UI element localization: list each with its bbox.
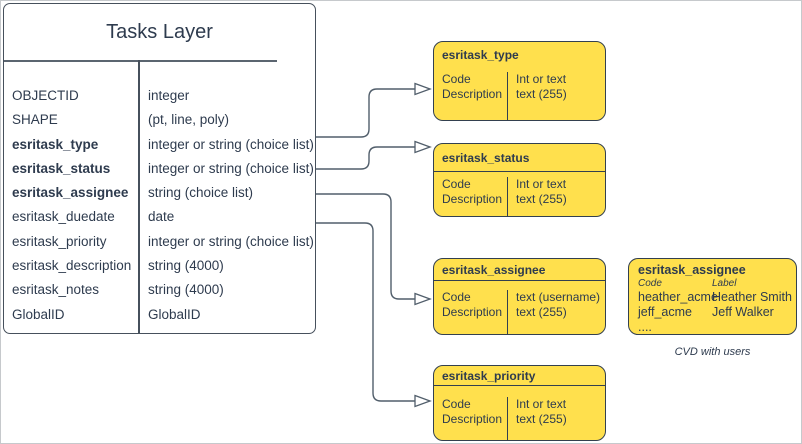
lookup-types: Int or text text (255) bbox=[508, 72, 567, 120]
lookup-title: esritask_type bbox=[442, 48, 519, 62]
field-type: string (choice list) bbox=[148, 185, 254, 201]
field-row: esritask_assignee string (choice list) bbox=[4, 181, 315, 205]
title-divider bbox=[4, 60, 277, 62]
connector-esritask-status bbox=[316, 146, 415, 170]
cvd-row: jeff_acme Jeff Walker bbox=[638, 305, 796, 320]
field-row: esritask_notes string (4000) bbox=[4, 278, 315, 302]
arrow-icon bbox=[414, 140, 432, 154]
lookup-types: text (username) text (255) bbox=[508, 290, 600, 334]
lookup-type: Int or text bbox=[516, 397, 567, 411]
lookup-table-esritask-status: esritask_status Code Description Int or … bbox=[433, 143, 606, 217]
lookup-field: Code bbox=[442, 72, 471, 86]
cvd-header-row: Code Label bbox=[638, 277, 796, 290]
field-row: esritask_description string (4000) bbox=[4, 254, 315, 278]
lookup-field: Description bbox=[442, 305, 503, 319]
column-divider bbox=[138, 60, 140, 333]
field-name: SHAPE bbox=[12, 112, 58, 128]
lookup-title: esritask_priority bbox=[434, 366, 605, 386]
cvd-col-code: Code bbox=[638, 278, 662, 289]
field-row: SHAPE (pt, line, poly) bbox=[4, 108, 315, 132]
field-row: esritask_type integer or string (choice l… bbox=[4, 133, 315, 157]
lookup-title: esritask_status bbox=[434, 144, 605, 172]
field-type: integer bbox=[148, 88, 190, 103]
lookup-field: Description bbox=[442, 192, 503, 206]
field-name: esritask_type bbox=[12, 136, 99, 152]
cvd-label: Heather Smith bbox=[712, 290, 792, 304]
lookup-type: Int or text bbox=[516, 177, 567, 191]
cvd-code: heather_acme bbox=[638, 290, 718, 304]
lookup-type: text (255) bbox=[516, 412, 567, 426]
lookup-table-esritask-priority: esritask_priority Code Description Int o… bbox=[433, 365, 606, 441]
field-row: esritask_priority integer or string (choi… bbox=[4, 230, 315, 254]
cvd-code: jeff_acme bbox=[638, 305, 692, 319]
field-row: esritask_duedate date bbox=[4, 205, 315, 229]
lookup-body: Code Description text (username) text (2… bbox=[434, 281, 605, 334]
lookup-type: text (255) bbox=[516, 305, 567, 319]
field-type: GlobalID bbox=[148, 306, 201, 322]
field-type: integer or string (choice list) bbox=[148, 136, 314, 152]
lookup-body: Code Description Int or text text (255) bbox=[434, 172, 605, 216]
cvd-table-esritask-assignee: esritask_assignee Code Label heather_acm… bbox=[628, 258, 797, 335]
lookup-field: Code bbox=[442, 397, 471, 411]
field-name: GlobalID bbox=[12, 306, 65, 322]
lookup-title: esritask_assignee bbox=[434, 259, 605, 281]
lookup-field: Code bbox=[442, 177, 471, 191]
field-name: esritask_description bbox=[12, 258, 132, 274]
lookup-body: Code Description Int or text text (255) bbox=[434, 63, 605, 120]
field-type: string (4000) bbox=[148, 282, 224, 298]
lookup-field: Description bbox=[442, 412, 503, 426]
connector-esritask-assignee bbox=[316, 193, 415, 300]
field-name: esritask_notes bbox=[12, 282, 100, 298]
tasks-layer-table: Tasks Layer OBJECTID integer SHAPE (pt, li… bbox=[3, 3, 316, 334]
lookup-table-esritask-assignee: esritask_assignee Code Description text … bbox=[433, 258, 606, 335]
connector-esritask-priority bbox=[316, 222, 415, 402]
lookup-type: Int or text bbox=[516, 72, 567, 86]
cvd-col-label: Label bbox=[712, 278, 737, 289]
field-type: integer or string (choice list) bbox=[148, 233, 314, 249]
field-name: esritask_priority bbox=[12, 233, 107, 249]
lookup-table-esritask-type: esritask_type Code Description Int or te… bbox=[433, 41, 606, 121]
field-name: OBJECTID bbox=[12, 88, 79, 103]
cvd-ellipsis-row: .... bbox=[638, 320, 652, 334]
cvd-title: esritask_assignee bbox=[638, 263, 746, 277]
lookup-type: text (255) bbox=[516, 87, 567, 101]
field-name: esritask_assignee bbox=[12, 185, 129, 201]
tasks-layer-title: Tasks Layer bbox=[106, 21, 213, 43]
lookup-fields: Code Description bbox=[434, 290, 508, 334]
lookup-field: Code bbox=[442, 290, 471, 304]
lookup-field: Description bbox=[442, 87, 503, 101]
field-name: esritask_duedate bbox=[12, 209, 115, 225]
field-row: GlobalID GlobalID bbox=[4, 303, 315, 327]
lookup-body: Code Description Int or text text (255) bbox=[434, 386, 605, 440]
cvd-label: Jeff Walker bbox=[712, 305, 774, 319]
field-type: (pt, line, poly) bbox=[148, 112, 230, 128]
lookup-fields: Code Description bbox=[434, 72, 508, 120]
arrow-icon bbox=[414, 394, 432, 408]
lookup-fields: Code Description bbox=[434, 397, 508, 440]
field-name: esritask_status bbox=[12, 160, 111, 176]
field-row: esritask_status integer or string (choice… bbox=[4, 157, 315, 181]
lookup-type: text (username) bbox=[516, 290, 601, 304]
field-row: OBJECTID integer bbox=[4, 84, 315, 108]
lookup-type: text (255) bbox=[516, 192, 567, 206]
cvd-caption: CVD with users bbox=[674, 346, 751, 358]
lookup-types: Int or text text (255) bbox=[508, 397, 567, 440]
cvd-row: heather_acme Heather Smith bbox=[638, 290, 796, 305]
field-type: date bbox=[148, 209, 175, 225]
arrow-icon bbox=[414, 82, 432, 96]
connector-esritask-type bbox=[316, 88, 415, 138]
field-list: OBJECTID integer SHAPE (pt, line, poly) es… bbox=[4, 84, 315, 327]
lookup-fields: Code Description bbox=[434, 177, 508, 216]
arrow-icon bbox=[414, 292, 432, 306]
lookup-types: Int or text text (255) bbox=[508, 177, 567, 216]
field-type: string (4000) bbox=[148, 258, 224, 274]
field-type: integer or string (choice list) bbox=[148, 160, 314, 176]
